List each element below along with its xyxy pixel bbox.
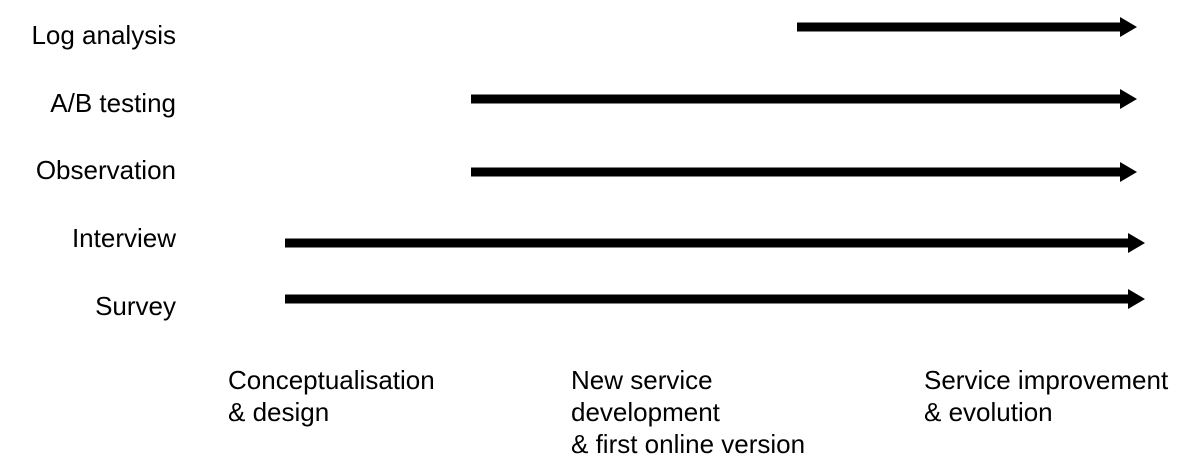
method-arrow-survey (285, 289, 1145, 309)
method-label-survey: Survey (95, 291, 176, 321)
method-arrow-ab-testing (471, 89, 1137, 109)
method-arrow-observation (471, 162, 1137, 182)
method-row-ab-testing: A/B testing (50, 88, 1137, 118)
phase-line: & design (228, 397, 330, 427)
method-label-interview: Interview (72, 223, 176, 253)
method-arrow-log-analysis (797, 17, 1137, 37)
method-row-interview: Interview (72, 223, 1145, 253)
phase-line: & first online version (571, 429, 806, 459)
phase-line: New service (571, 365, 713, 395)
phase-label-conceptualisation: Conceptualisation & design (228, 364, 435, 428)
arrow-head (1120, 162, 1137, 182)
phase-line: development (571, 397, 720, 427)
method-label-log-analysis: Log analysis (31, 20, 176, 50)
phase-line: & evolution (924, 397, 1053, 427)
arrow-head (1120, 89, 1137, 109)
method-row-log-analysis: Log analysis (31, 17, 1137, 50)
method-row-observation: Observation (36, 155, 1137, 185)
phase-label-new-service-development: New service development & first online v… (571, 364, 805, 460)
phase-label-service-improvement: Service improvement & evolution (924, 364, 1168, 428)
method-row-survey: Survey (95, 289, 1145, 321)
arrow-head (1128, 233, 1145, 253)
method-label-ab-testing: A/B testing (50, 88, 176, 118)
method-arrow-interview (285, 233, 1145, 253)
arrow-head (1120, 17, 1137, 37)
method-label-observation: Observation (36, 155, 176, 185)
phase-line: Service improvement (924, 365, 1169, 395)
phase-line: Conceptualisation (228, 365, 435, 395)
arrow-head (1128, 289, 1145, 309)
